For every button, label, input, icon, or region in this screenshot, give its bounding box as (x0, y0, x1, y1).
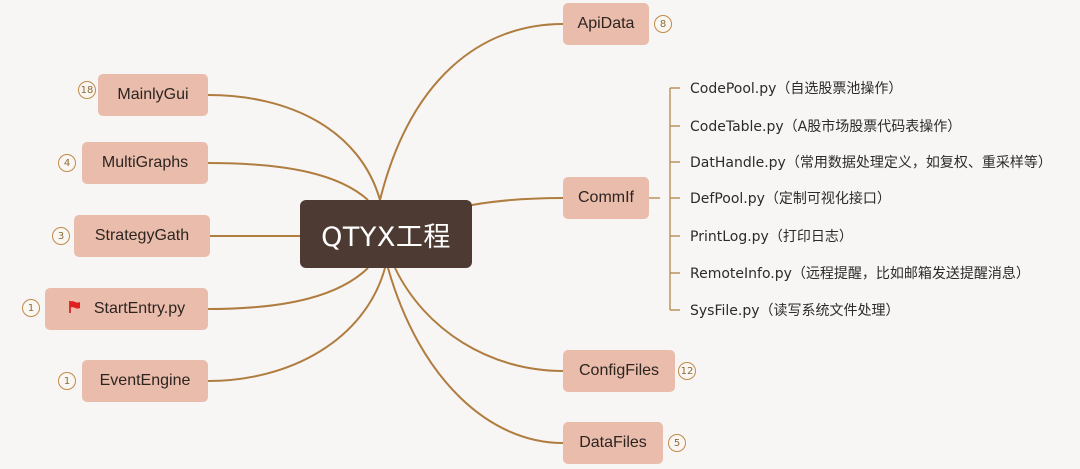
node-label: CommIf (578, 189, 634, 206)
central-topic[interactable]: QTYX工程 (300, 200, 472, 268)
count-badge-startentry: 1 (22, 299, 40, 317)
count-badge-datafiles: 5 (668, 434, 686, 452)
count-badge-strategygath: 3 (52, 227, 70, 245)
commif-child-sysfile[interactable]: SysFile.py（读写系统文件处理） (690, 303, 900, 319)
count-badge-multigraphs: 4 (58, 154, 76, 172)
node-strategygath[interactable]: StrategyGath (74, 215, 210, 257)
central-topic-label: QTYX工程 (321, 221, 451, 253)
connector-multigraphs (207, 162, 369, 201)
connector-startentry (207, 267, 369, 310)
node-mainlygui[interactable]: MainlyGui (98, 74, 208, 116)
connector-commif (471, 197, 564, 206)
node-commif[interactable]: CommIf (563, 177, 649, 219)
commif-child-codetable[interactable]: CodeTable.py（A股市场股票代码表操作） (690, 119, 962, 135)
commif-bracket (649, 87, 680, 311)
node-label: DataFiles (579, 434, 647, 451)
node-label: MainlyGui (117, 86, 189, 103)
count-badge-mainlygui: 18 (78, 81, 96, 99)
red-flag-icon (68, 300, 82, 319)
node-label: ConfigFiles (578, 362, 660, 379)
commif-child-printlog[interactable]: PrintLog.py（打印日志） (690, 229, 853, 245)
node-configfiles[interactable]: ConfigFiles (563, 350, 675, 392)
node-eventengine[interactable]: EventEngine (82, 360, 208, 402)
node-datafiles[interactable]: DataFiles (563, 422, 663, 464)
node-label: StrategyGath (94, 227, 190, 244)
commif-child-dathandle[interactable]: DatHandle.py（常用数据处理定义，如复权、重采样等） (690, 155, 1052, 171)
node-label: StartEntry.py (93, 300, 186, 317)
node-startentry[interactable]: StartEntry.py (45, 288, 208, 330)
node-apidata[interactable]: ApiData (563, 3, 649, 45)
node-label: MultiGraphs (101, 154, 189, 171)
connector-mainlygui (207, 94, 381, 201)
connector-configfiles (394, 267, 564, 372)
node-multigraphs[interactable]: MultiGraphs (82, 142, 208, 184)
connector-apidata (379, 23, 564, 201)
connector-eventengine (207, 267, 386, 382)
commif-child-codepool[interactable]: CodePool.py（自选股票池操作） (690, 81, 903, 97)
connector-datafiles (387, 267, 564, 444)
count-badge-apidata: 8 (654, 15, 672, 33)
commif-child-remoteinfo[interactable]: RemoteInfo.py（远程提醒，比如邮箱发送提醒消息） (690, 266, 1030, 282)
node-label: ApiData (577, 15, 635, 32)
count-badge-eventengine: 1 (58, 372, 76, 390)
count-badge-configfiles: 12 (678, 362, 696, 380)
commif-child-defpool[interactable]: DefPool.py（定制可视化接口） (690, 191, 891, 207)
node-label: EventEngine (99, 372, 191, 389)
